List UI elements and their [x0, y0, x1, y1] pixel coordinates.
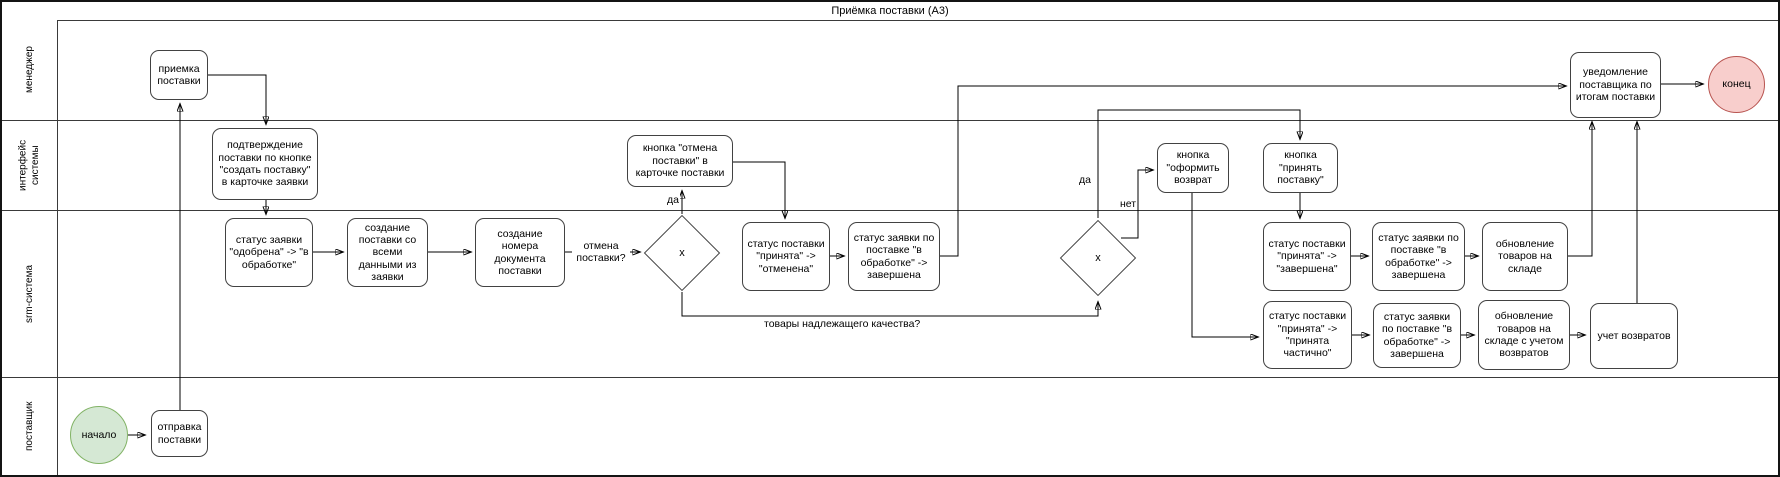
- node-status-in-progress: статус заявки "одобрена" -> "в обработке…: [225, 218, 313, 287]
- end-event: конец: [1708, 56, 1765, 113]
- node-status-request-done-2: статус заявки по поставке "в обработке" …: [1372, 222, 1465, 291]
- edge-label-cancel-question: отмена поставки?: [572, 240, 630, 265]
- edge-label-yes-cancel: да: [666, 194, 680, 207]
- edge-btncancel-to-cancelled: [733, 161, 785, 218]
- node-update-stock: обновление товаров на складе: [1482, 222, 1568, 291]
- node-notify-supplier: уведомление поставщика по итогам поставк…: [1570, 52, 1661, 118]
- node-create-delivery: создание поставки со всеми данными из за…: [347, 218, 428, 287]
- pool-title: Приёмка поставки (A3): [2, 2, 1778, 21]
- lane-divider: [2, 210, 1778, 211]
- edge-receive-to-confirm: [208, 74, 266, 124]
- edge-label-quality-question: товары надлежащего качества?: [763, 318, 922, 331]
- edge-label-yes-quality: да: [1078, 174, 1092, 187]
- node-confirm-delivery: подтверждение поставки по кнопке "создат…: [212, 128, 318, 200]
- edge-reqdone1-to-notify: [940, 86, 1566, 257]
- start-event: начало: [70, 406, 128, 464]
- edge-return-to-partial: [1191, 193, 1258, 337]
- node-btn-accept: кнопка "принять поставку": [1263, 143, 1338, 193]
- node-receive-delivery: приемка поставки: [150, 50, 208, 100]
- node-status-partial: статус поставки "принята" -> "принята ча…: [1263, 301, 1352, 369]
- node-update-stock-returns: обновление товаров на складе с учетом во…: [1478, 300, 1570, 370]
- edge-stock-to-notify: [1568, 122, 1592, 257]
- edge-gateway2-yes-to-accept: [1097, 109, 1300, 218]
- node-returns-accounting: учет возвратов: [1590, 303, 1678, 369]
- node-status-cancelled: статус поставки "принята" -> "отменена": [742, 222, 830, 291]
- node-status-request-done-3: статус заявки по поставке "в обработке" …: [1373, 303, 1461, 368]
- node-btn-cancel-delivery: кнопка "отмена поставки" в карточке пост…: [627, 135, 733, 187]
- edge-label-no-quality: нет: [1119, 198, 1138, 211]
- lane-label-column: [2, 20, 58, 475]
- node-status-request-done-1: статус заявки по поставке "в обработке" …: [848, 222, 940, 291]
- lane-divider: [2, 377, 1778, 378]
- lane-divider: [2, 120, 1778, 121]
- node-status-done: статус поставки "принята" -> "завершена": [1263, 222, 1351, 291]
- edge-gateway2-no-to-return: [1121, 170, 1153, 239]
- node-send-delivery: отправка поставки: [151, 410, 208, 457]
- node-btn-return: кнопка "оформить возврат: [1157, 143, 1229, 193]
- node-create-doc-number: создание номера документа поставки: [475, 218, 565, 287]
- edge-gateway1-to-gateway2: [681, 292, 1098, 317]
